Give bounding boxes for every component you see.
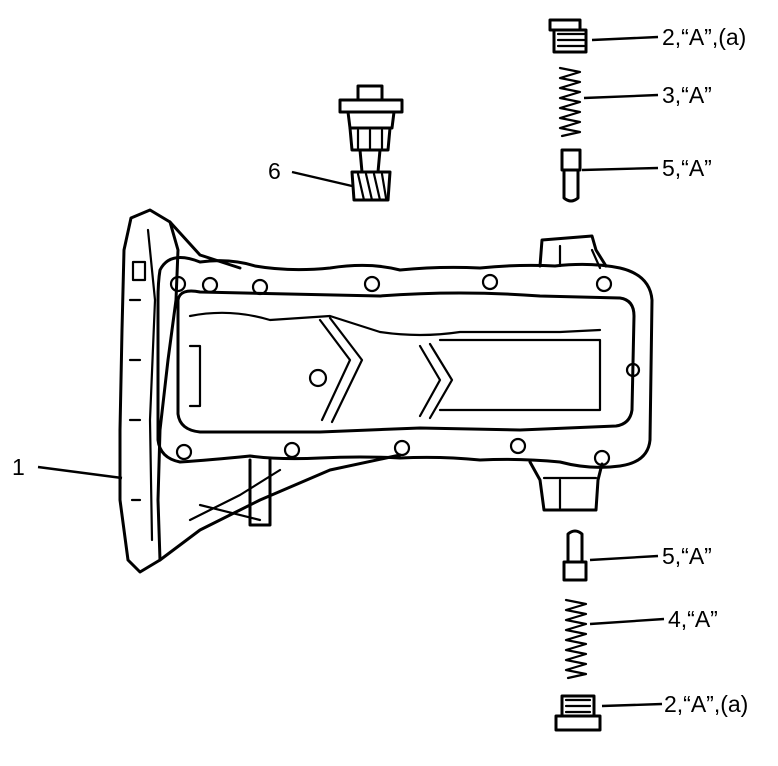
speedometer-driven-gear-drawing [338, 84, 404, 202]
callout-case: 1 [12, 454, 25, 480]
extension-case-drawing [118, 208, 654, 574]
leader-spring-top [583, 93, 659, 100]
bottom-spring-drawing [564, 598, 588, 680]
top-detent-ball-drawing [560, 148, 582, 203]
leader-case [37, 465, 123, 480]
callout-plug-top: 2,“A”,(a) [662, 24, 747, 50]
leader-plug-top [591, 35, 659, 42]
top-plug-drawing [548, 18, 588, 54]
leader-ball-bottom [589, 554, 659, 562]
leader-lines [37, 35, 665, 708]
bottom-detent-ball-drawing [562, 529, 588, 582]
top-spring-drawing [558, 66, 582, 138]
callout-ball-bottom: 5,“A” [662, 543, 712, 569]
callout-spring-top: 3,“A” [662, 82, 712, 108]
leader-speedo [291, 170, 353, 188]
leader-spring-bottom [589, 617, 665, 626]
callout-spring-bottom: 4,“A” [668, 606, 718, 632]
leader-plug-bottom [601, 702, 663, 708]
callout-plug-bottom: 2,“A”,(a) [664, 691, 749, 717]
bottom-plug-drawing [554, 694, 602, 732]
leader-ball-top [581, 166, 659, 172]
callout-ball-top: 5,“A” [662, 155, 712, 181]
callout-speedo: 6 [268, 158, 281, 184]
